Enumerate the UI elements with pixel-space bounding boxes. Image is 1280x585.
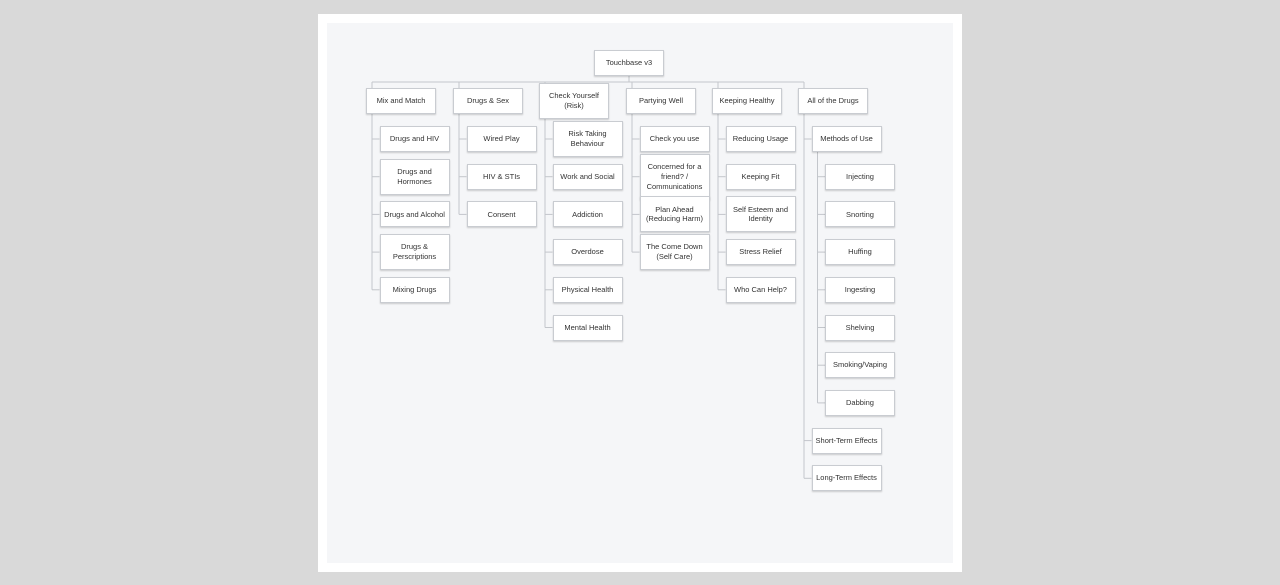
node-drugs-and-perscriptions[interactable]: Drugs &Perscriptions (379, 234, 450, 271)
node-drugs-and-alcohol[interactable]: Drugs and Alcohol (379, 201, 450, 228)
node-label: Huffing (848, 247, 872, 257)
node-smoking-vaping[interactable]: Smoking/Vaping (825, 352, 895, 379)
node-short-term-effects[interactable]: Short-Term Effects (811, 427, 882, 454)
node-label: Work and Social (560, 171, 615, 181)
node-label: Ingesting (844, 284, 876, 294)
node-label: Short-Term Effects (815, 435, 878, 445)
node-label: Drugs &Perscriptions (392, 242, 437, 262)
node-label: Smoking/Vaping (832, 360, 888, 370)
node-drugs-and-hiv[interactable]: Drugs and HIV (379, 126, 450, 152)
node-label: Reducing Usage (732, 134, 789, 144)
section-mix-and-match[interactable]: Mix and Match (366, 88, 436, 114)
node-label: Injecting (846, 171, 874, 181)
node-keeping-fit[interactable]: Keeping Fit (725, 163, 796, 190)
section-keeping-healthy[interactable]: Keeping Healthy (712, 88, 782, 114)
node-wired-play[interactable]: Wired Play (466, 126, 537, 152)
node-hiv-and-stis[interactable]: HIV & STIs (466, 163, 537, 190)
node-label: Consent (487, 209, 516, 219)
node-label: Physical Health (561, 284, 614, 294)
node-injecting[interactable]: Injecting (825, 163, 895, 190)
node-label: HIV & STIs (482, 171, 521, 181)
node-label: Partying Well (638, 96, 684, 106)
node-label: Who Can Help? (734, 284, 787, 294)
node-overdose[interactable]: Overdose (552, 239, 623, 266)
node-label: Overdose (571, 247, 604, 257)
node-label: Dabbing (846, 398, 874, 408)
section-check-yourself-risk[interactable]: Check Yourself(Risk) (539, 83, 609, 119)
node-label: Keeping Healthy (719, 96, 775, 106)
node-label: All of the Drugs (807, 96, 859, 106)
node-label: Long-Term Effects (816, 473, 877, 483)
node-label: Wired Play (483, 134, 520, 144)
node-the-come-down-self-care[interactable]: The Come Down(Self Care) (639, 234, 710, 271)
node-label: Check you use (649, 134, 700, 144)
node-label: The Come Down(Self Care) (646, 242, 703, 262)
node-label: Drugs and Alcohol (384, 209, 445, 219)
node-label: Check Yourself(Risk) (548, 91, 600, 110)
node-label: Plan Ahead(Reducing Harm) (645, 204, 704, 224)
section-partying-well[interactable]: Partying Well (626, 88, 696, 114)
section-all-of-the-drugs[interactable]: All of the Drugs (798, 88, 868, 114)
node-label: Shelving (845, 322, 875, 332)
node-huffing[interactable]: Huffing (825, 239, 895, 266)
node-long-term-effects[interactable]: Long-Term Effects (811, 465, 882, 492)
node-reducing-usage[interactable]: Reducing Usage (725, 126, 796, 152)
node-check-you-use[interactable]: Check you use (639, 126, 710, 152)
node-consent[interactable]: Consent (466, 201, 537, 228)
node-snorting[interactable]: Snorting (825, 201, 895, 228)
node-work-and-social[interactable]: Work and Social (552, 163, 623, 190)
node-dabbing[interactable]: Dabbing (825, 389, 895, 416)
node-label: Stress Relief (739, 247, 782, 257)
node-mixing-drugs[interactable]: Mixing Drugs (379, 276, 450, 303)
node-label: Methods of Use (820, 134, 873, 144)
root-node[interactable]: Touchbase v3 (594, 50, 664, 76)
node-label: Keeping Fit (741, 171, 780, 181)
node-label: Addiction (572, 209, 603, 219)
node-mental-health[interactable]: Mental Health (552, 314, 623, 341)
node-methods-of-use[interactable]: Methods of Use (811, 126, 882, 152)
node-shelving[interactable]: Shelving (825, 314, 895, 341)
node-label: Drugs and HIV (389, 134, 440, 144)
node-addiction[interactable]: Addiction (552, 201, 623, 228)
node-label: Snorting (846, 209, 874, 219)
node-physical-health[interactable]: Physical Health (552, 276, 623, 303)
node-label: Mixing Drugs (392, 284, 437, 294)
node-stress-relief[interactable]: Stress Relief (725, 239, 796, 266)
node-plan-ahead-reducing-harm[interactable]: Plan Ahead(Reducing Harm) (639, 196, 710, 233)
node-label: Mix and Match (376, 96, 426, 106)
node-ingesting[interactable]: Ingesting (825, 276, 895, 303)
node-label: Mental Health (564, 322, 611, 332)
node-label: Drugs & Sex (466, 96, 510, 106)
node-who-can-help[interactable]: Who Can Help? (725, 276, 796, 303)
node-label: Touchbase v3 (605, 58, 653, 68)
section-drugs-and-sex[interactable]: Drugs & Sex (453, 88, 523, 114)
